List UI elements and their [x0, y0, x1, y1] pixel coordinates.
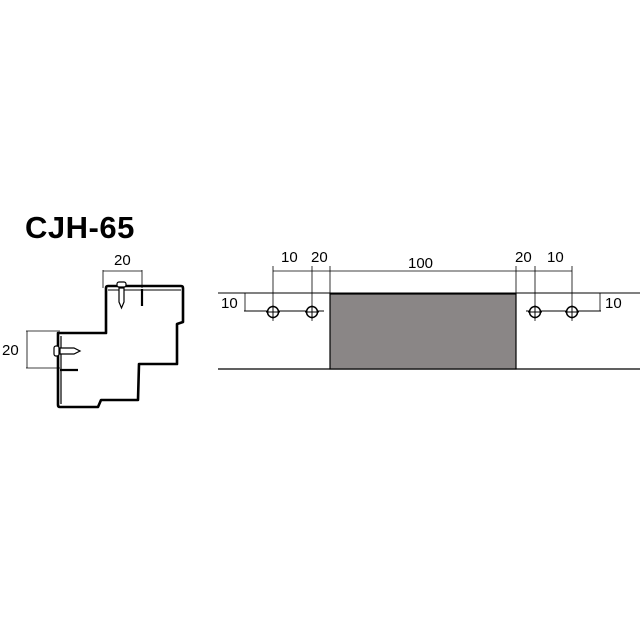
nail-icon: [116, 281, 127, 310]
dim-offset-right: 10: [605, 295, 622, 312]
screw-hole-icon: [528, 305, 542, 319]
model-title: CJH-65: [25, 210, 135, 245]
screw-hole-icon: [266, 305, 280, 319]
dim-center-100: 100: [408, 255, 433, 272]
dim-offset-left: 10: [221, 295, 238, 312]
dim-right-10: 10: [547, 249, 564, 266]
cutout-region: [329, 293, 517, 370]
profile-section: 20 20: [2, 252, 185, 409]
dim-left-20: 20: [311, 249, 328, 266]
profile-top-dimension: 20: [114, 252, 131, 269]
dim-left-10: 10: [281, 249, 298, 266]
screw-hole-icon: [305, 305, 319, 319]
nail-icon: [53, 345, 82, 357]
profile-side-dimension: 20: [2, 342, 19, 359]
dim-right-20: 20: [515, 249, 532, 266]
screw-hole-icon: [565, 305, 579, 319]
mounting-layout: 10 20 100 20 10 10 10: [218, 249, 640, 370]
